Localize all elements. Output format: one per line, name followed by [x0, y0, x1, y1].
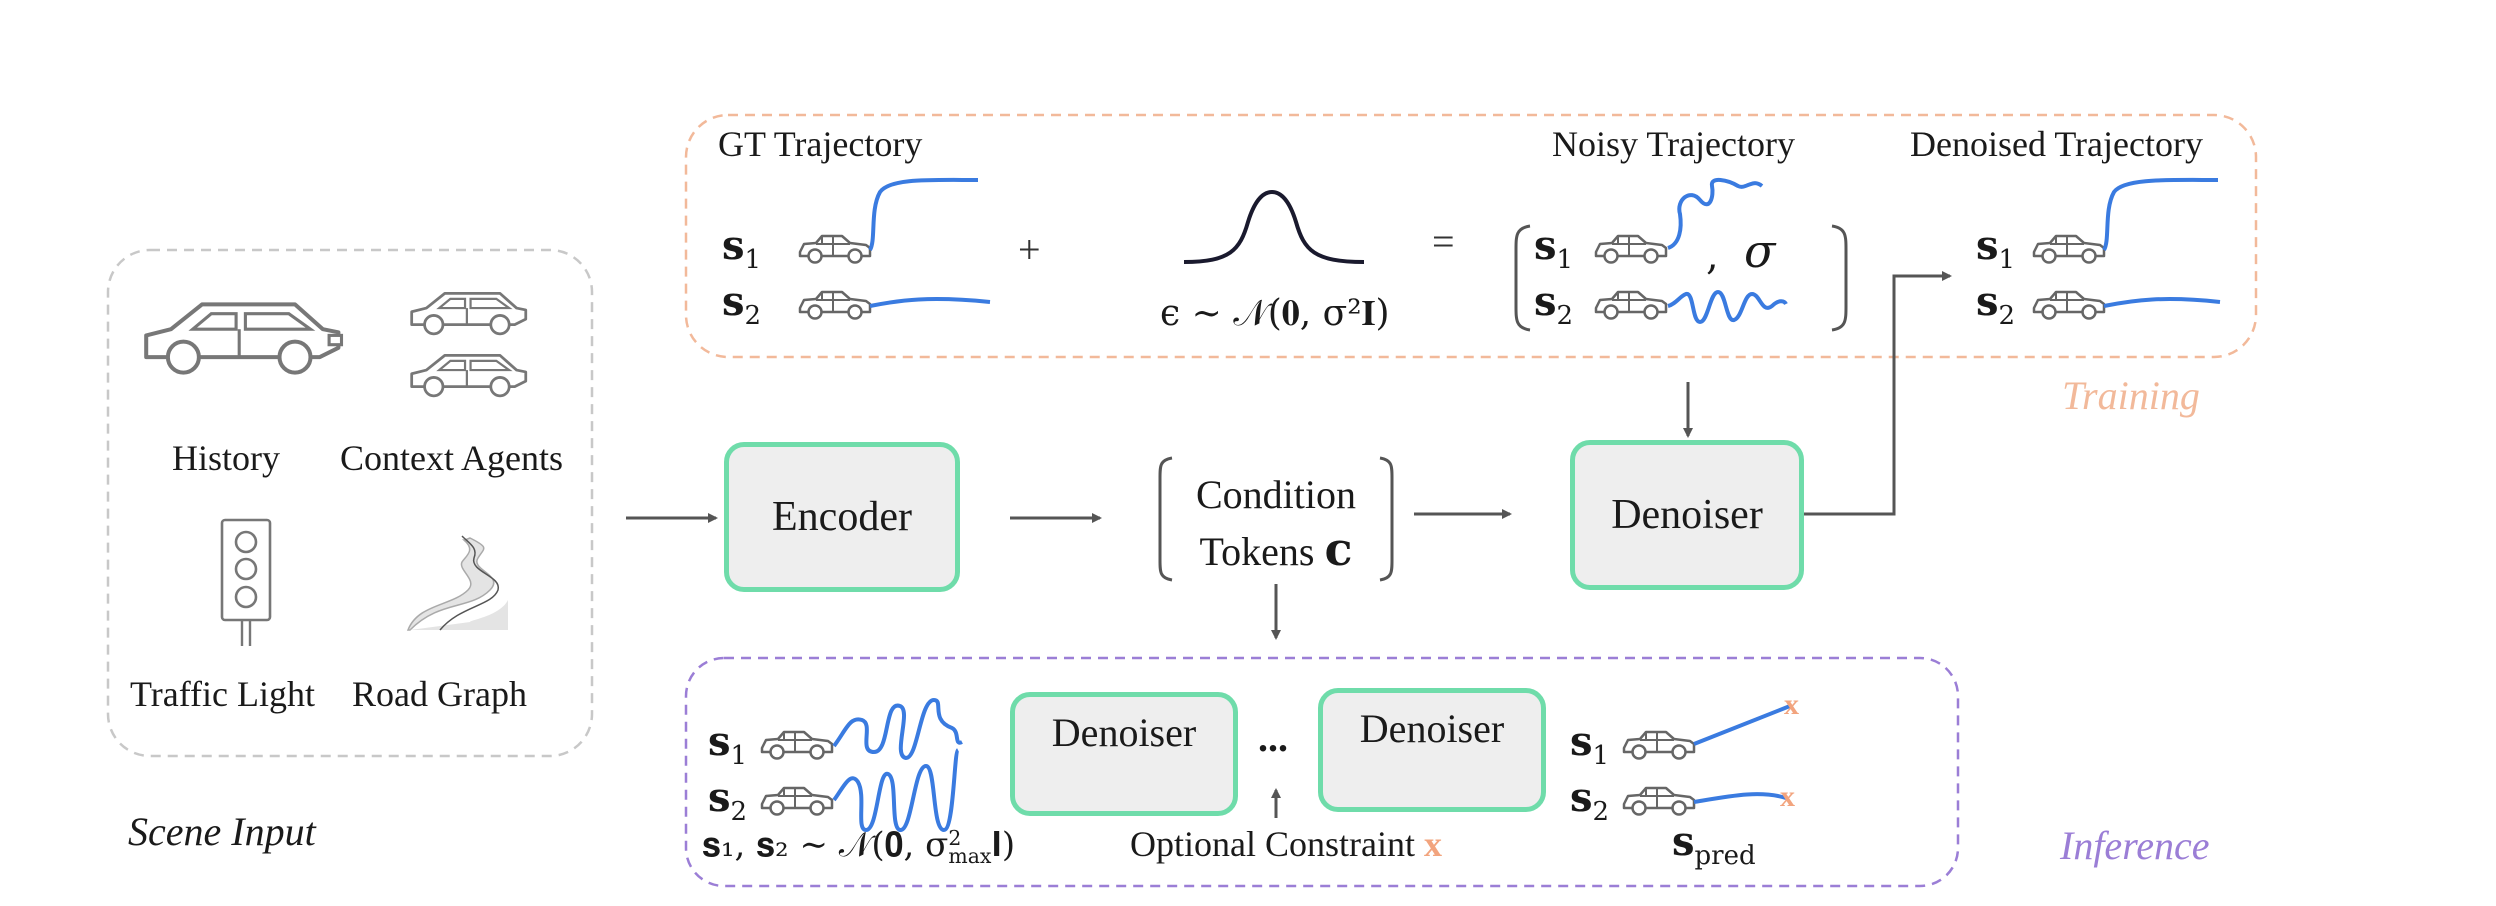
- pred-s2: s2: [1570, 774, 1610, 828]
- inference-denoiser-box-2: Denoiser: [1318, 688, 1546, 812]
- noisy-trajectory-title: Noisy Trajectory: [1552, 124, 1795, 164]
- context-agents-label: Context Agents: [340, 438, 563, 478]
- denoised-trajectory-2: [2103, 297, 2221, 308]
- road-graph-label: Road Graph: [352, 674, 527, 714]
- condition-right-paren: [1379, 456, 1394, 582]
- inference-noise-trajectory-2: [832, 748, 960, 833]
- pred-car-2-icon: [1622, 786, 1696, 816]
- noise-equation: ϵ ∼ 𝒩(𝟎, σ²𝐈): [1160, 293, 1390, 334]
- traffic-light-icon: [220, 518, 272, 646]
- pred-trajectory-2: [1693, 792, 1787, 804]
- encoder-box: Encoder: [724, 442, 960, 592]
- noisy-comma: ,: [1706, 233, 1719, 279]
- gt-s2: s2: [722, 278, 762, 332]
- inference-denoiser-label-2: Denoiser: [1359, 706, 1505, 751]
- inference-s2: s2: [708, 774, 748, 828]
- gt-trajectory-title: GT Trajectory: [718, 124, 923, 164]
- context-agents-car-icon-2: [410, 353, 528, 398]
- noisy-left-paren: [1514, 224, 1531, 332]
- condition-line1: Condition: [1195, 472, 1357, 517]
- encoder-label: Encoder: [772, 494, 912, 540]
- pred-s1: s1: [1570, 718, 1610, 772]
- pred-trajectory-1: [1693, 704, 1791, 746]
- condition-tokens: Condition Tokens c: [1176, 468, 1376, 579]
- plus-sign: +: [1018, 227, 1041, 272]
- scene-input-title: Scene Input: [128, 809, 316, 854]
- inference-noise-trajectory-1: [832, 697, 963, 761]
- denoiser-box: Denoiser: [1570, 440, 1804, 590]
- constraint-mark-1: x: [1784, 688, 1799, 721]
- equals-sign: =: [1432, 219, 1455, 264]
- optional-constraint-label: Optional Constraint x: [1130, 824, 1442, 864]
- gt-trajectory-2: [869, 297, 991, 308]
- noisy-trajectory-2: [1667, 289, 1788, 325]
- inference-s1: s1: [708, 718, 748, 772]
- history-car-icon: [144, 302, 344, 375]
- gaussian-curve: [1183, 189, 1365, 264]
- context-agents-car-icon-1: [410, 291, 528, 336]
- denoised-trajectory-1: [2102, 177, 2219, 252]
- gt-trajectory-1: [868, 177, 979, 252]
- noisy-car-1-icon: [1594, 234, 1668, 264]
- denoiser-label: Denoiser: [1611, 492, 1763, 538]
- arrow-denoiser-to-output: [1804, 271, 1952, 516]
- noisy-trajectory-1: [1667, 178, 1764, 250]
- inference-tag: Inference: [2060, 823, 2210, 868]
- condition-line2: Tokens: [1199, 529, 1315, 574]
- noisy-car-2-icon: [1594, 290, 1668, 320]
- noisy-right-paren: [1831, 224, 1848, 332]
- training-frame: [684, 113, 2258, 359]
- denoised-car-2-icon: [2032, 290, 2106, 320]
- noisy-s1: s1: [1534, 222, 1574, 276]
- noisy-sigma: σ: [1744, 224, 1776, 278]
- traffic-light-label: Traffic Light: [130, 674, 315, 714]
- inference-sample-car-1-icon: [760, 730, 834, 760]
- denoised-trajectory-title: Denoised Trajectory: [1910, 124, 2203, 164]
- inference-denoiser-box-1: Denoiser: [1010, 692, 1238, 816]
- denoised-s1: s1: [1976, 222, 2016, 276]
- road-graph-icon: [406, 535, 508, 631]
- inference-sample-car-2-icon: [760, 786, 834, 816]
- history-label: History: [172, 438, 280, 478]
- gt-car-1-icon: [798, 234, 872, 264]
- constraint-mark: x: [1423, 824, 1442, 864]
- noisy-s2: s2: [1534, 278, 1574, 332]
- training-tag: Training: [2062, 373, 2200, 418]
- condition-symbol: c: [1324, 522, 1353, 576]
- pred-label: spred: [1672, 818, 1756, 872]
- denoised-car-1-icon: [2032, 234, 2106, 264]
- gt-car-2-icon: [798, 290, 872, 320]
- inference-denoiser-label-1: Denoiser: [1051, 710, 1197, 755]
- gt-s1: s1: [722, 222, 762, 276]
- inference-frame: [684, 656, 1960, 888]
- constraint-mark-2: x: [1780, 780, 1795, 813]
- condition-left-paren: [1158, 456, 1173, 582]
- denoised-s2: s2: [1976, 278, 2016, 332]
- inference-ellipsis: ...: [1258, 715, 1288, 760]
- pred-car-1-icon: [1622, 730, 1696, 760]
